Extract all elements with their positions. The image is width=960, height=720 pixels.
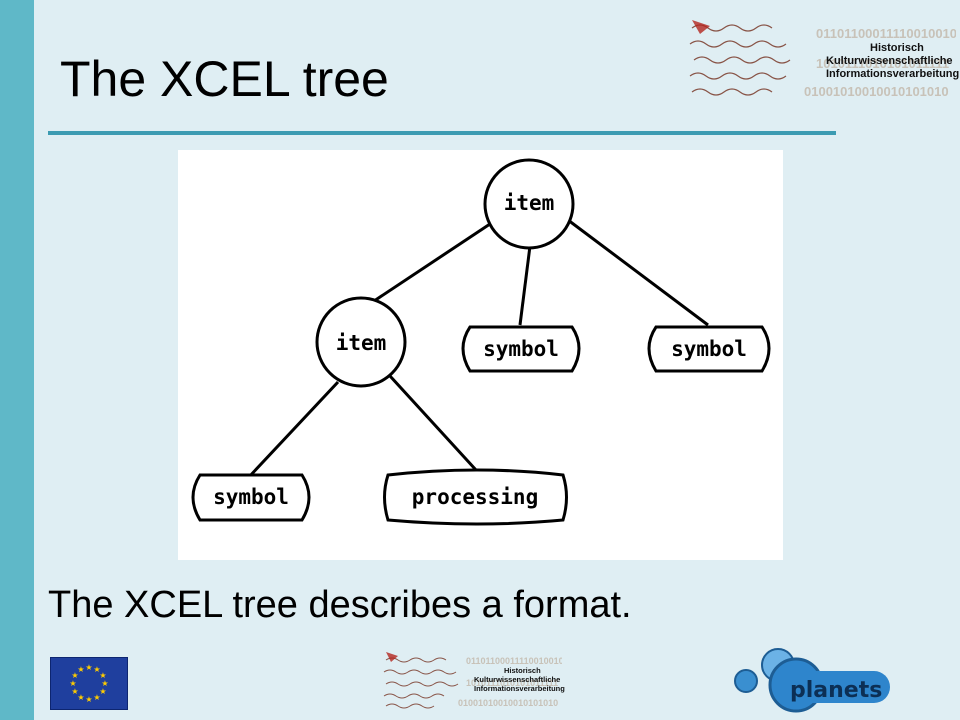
slide-title: The XCEL tree (60, 51, 389, 107)
eu-flag-icon: ★ ★ ★ ★ ★ ★ ★ ★ ★ ★ ★ ★ (50, 657, 128, 710)
node-root (483, 158, 575, 250)
node-sym-c-label: symbol (213, 485, 289, 509)
hkl-footer-line-2: Kulturwissenschaftliche (474, 675, 561, 684)
svg-text:★: ★ (93, 665, 100, 674)
edge-root-child-item (367, 218, 497, 307)
tree-svg: item item symbol symbol symbol processin… (191, 158, 771, 526)
node-proc-label: processing (412, 485, 538, 509)
node-proc (383, 468, 568, 526)
edge-root-sym-a (518, 245, 532, 326)
svg-text:★: ★ (93, 693, 100, 702)
svg-text:★: ★ (77, 693, 84, 702)
svg-text:1010111010101011111: 1010111010101011111 (466, 678, 558, 688)
hkl-footer-text: Historisch Kulturwissenschaftliche Infor… (474, 666, 565, 693)
node-child-item (315, 296, 407, 388)
node-sym-a (461, 325, 581, 373)
svg-text:1010111010101011111: 1010111010101011111 (816, 56, 949, 71)
hkl-logo-footer: 01101100011110010010 1010111010101011111… (382, 648, 565, 712)
planets-logo: planets (732, 645, 892, 715)
svg-text:01101100011110010010: 01101100011110010010 (466, 656, 562, 666)
hkl-footer-line-1: Historisch (504, 666, 541, 675)
edge-root-sym-b (567, 218, 709, 327)
hkl-footer-line-3: Informationsverarbeitung (474, 684, 565, 693)
svg-text:★: ★ (85, 663, 92, 672)
node-sym-b-label: symbol (671, 337, 747, 361)
left-accent-bar (0, 0, 34, 720)
svg-text:★: ★ (99, 671, 106, 680)
svg-text:★: ★ (99, 687, 106, 696)
manuscript-footer-icon: 01101100011110010010 1010111010101011111… (383, 652, 564, 709)
tree-edges (246, 218, 709, 480)
node-sym-c (191, 473, 311, 522)
planets-bubbles-icon: planets (734, 648, 890, 713)
title-divider (48, 131, 836, 135)
hkl-line-2: Kulturwissenschaftliche (826, 55, 953, 68)
node-sym-b (647, 325, 771, 373)
hkl-line-3: Informationsverarbeitung (826, 68, 960, 81)
edge-child-item-sym-c (246, 380, 340, 480)
slide-caption: The XCEL tree describes a format. (48, 584, 632, 626)
hkl-logo: 01101100011110010010 1010111010101011111… (686, 14, 960, 104)
svg-text:★: ★ (77, 665, 84, 674)
svg-text:01101100011110010010: 01101100011110010010 (816, 26, 956, 41)
node-sym-a-label: symbol (483, 337, 559, 361)
svg-text:★: ★ (71, 687, 78, 696)
node-root-label: item (504, 191, 555, 215)
svg-text:01001010010010101010: 01001010010010101010 (804, 84, 949, 99)
xcel-tree-diagram: item item symbol symbol symbol processin… (178, 150, 783, 560)
svg-text:★: ★ (85, 695, 92, 704)
eu-stars-icon: ★ ★ ★ ★ ★ ★ ★ ★ ★ ★ ★ ★ (69, 663, 108, 704)
svg-text:★: ★ (69, 679, 76, 688)
edge-child-item-proc (388, 374, 478, 472)
manuscript-icon: 01101100011110010010 1010111010101011111… (689, 20, 957, 99)
svg-text:★: ★ (101, 679, 108, 688)
planets-wordmark: planets (790, 678, 882, 703)
hkl-logo-text: Historisch Kulturwissenschaftliche Infor… (826, 42, 960, 82)
svg-text:01001010010010101010: 01001010010010101010 (458, 698, 558, 708)
hkl-line-1: Historisch (870, 42, 924, 54)
svg-text:★: ★ (71, 671, 78, 680)
node-child-item-label: item (336, 331, 387, 355)
